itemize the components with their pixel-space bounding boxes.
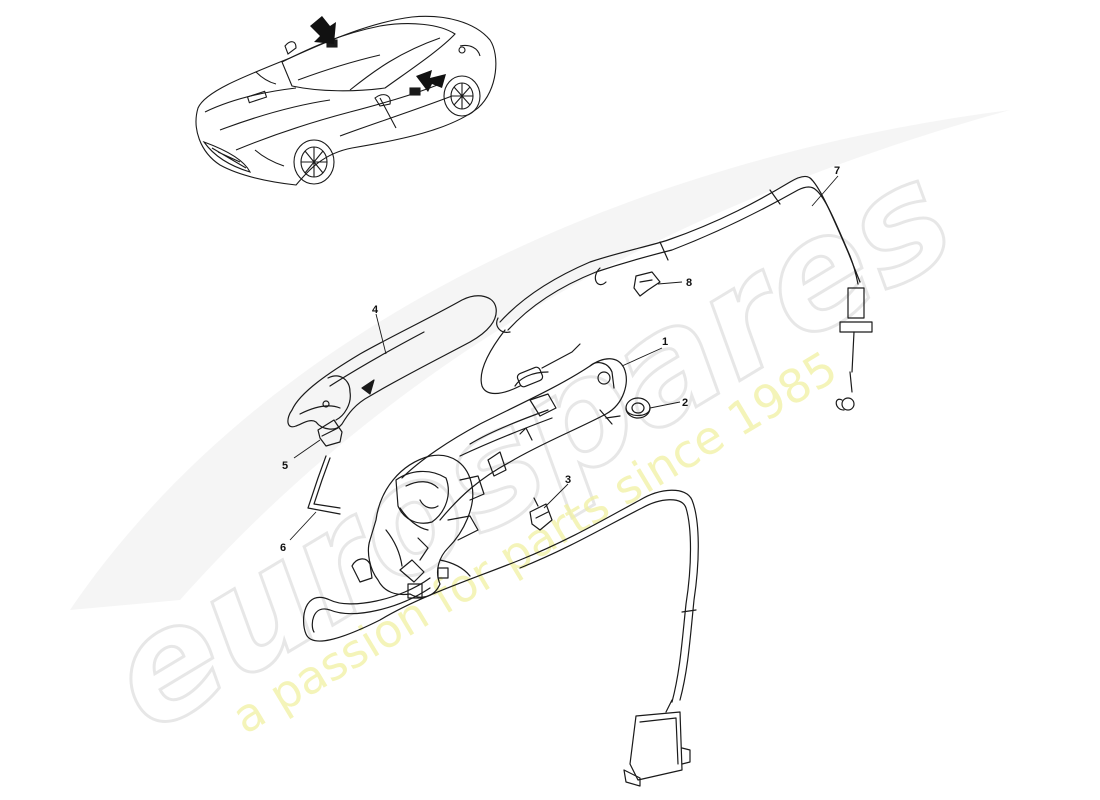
callout-3: 3 [565, 474, 571, 486]
callout-2: 2 [682, 397, 688, 409]
part-1-mechanism [351, 358, 627, 599]
part-6-rod [307, 455, 341, 515]
callout-labels: 1 2 3 4 5 6 7 8 [280, 165, 840, 554]
callout-7: 7 [834, 165, 840, 177]
part-3-connector [529, 497, 553, 531]
callout-5: 5 [282, 460, 288, 472]
callout-1: 1 [662, 336, 668, 348]
location-arrows [310, 16, 446, 92]
arrow-icon [310, 16, 336, 44]
callout-4: 4 [372, 304, 379, 316]
part-4-handle [287, 295, 497, 430]
part-7-release-cable [496, 175, 873, 411]
arrow-icon [416, 70, 446, 92]
wiring-harness [303, 489, 699, 787]
callout-leaders [289, 175, 839, 541]
watermark: eurospares a passion for parts since 198… [70, 110, 1010, 767]
part-8-clip [633, 271, 661, 297]
car-overview-illustration [195, 15, 497, 186]
callout-6: 6 [280, 542, 286, 554]
watermark-swoosh [70, 110, 1010, 610]
callout-8: 8 [686, 277, 692, 289]
door-handle-assembly [287, 175, 873, 787]
part-5-pad [317, 419, 343, 447]
